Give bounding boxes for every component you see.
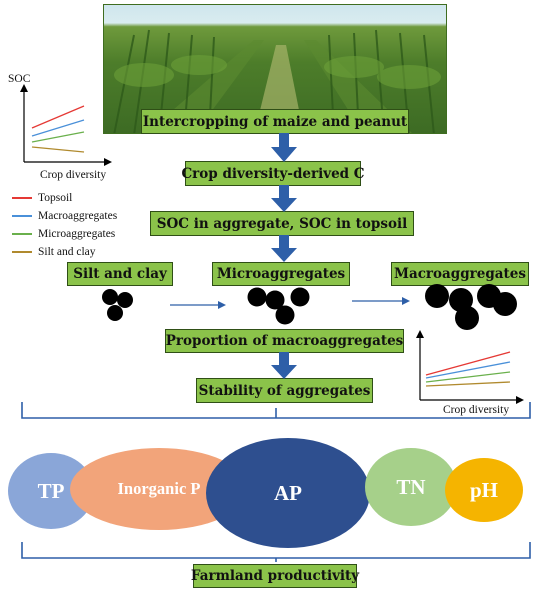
legend-swatch-microaggregates (12, 233, 32, 235)
bubble-ap: AP (206, 438, 370, 548)
crop-diversity-c-label: Crop diversity-derived C (181, 165, 365, 182)
macroaggregates-box: Macroaggregates (391, 262, 529, 286)
bubble-tp-label: TP (37, 478, 65, 503)
crop-diversity-c-box: Crop diversity-derived C (181, 161, 365, 186)
mini-chart-left (20, 84, 112, 166)
bubble-tn: TN (365, 448, 457, 526)
arrow-down-3 (271, 235, 297, 262)
arrow-right-1 (170, 301, 226, 309)
legend-item-silt-clay: Silt and clay (12, 245, 96, 259)
silt-clay-particles (102, 289, 133, 321)
soc-aggregate-box: SOC in aggregate, SOC in topsoil (150, 211, 414, 236)
bubble-tn-label: TN (396, 474, 426, 499)
legend-item-macroaggregates: Macroaggregates (12, 209, 117, 223)
soc-aggregate-label: SOC in aggregate, SOC in topsoil (156, 215, 408, 232)
bubble-ph-label: pH (469, 477, 498, 502)
intercropping-label: Intercropping of maize and peanut (142, 113, 408, 130)
bubble-ph: pH (445, 458, 523, 522)
mini-chart-right-xlabel: Crop diversity (443, 404, 510, 416)
legend-swatch-topsoil (12, 197, 32, 199)
microaggregates-box: Microaggregates (212, 262, 350, 286)
bubble-inorganic-p-label: Inorganic P (117, 479, 201, 498)
farmland-productivity-box: Farmland productivity (190, 564, 360, 588)
legend-label-microaggregates: Microaggregates (38, 228, 116, 240)
arrow-down-2 (271, 185, 297, 212)
proportion-macro-label: Proportion of macroaggregates (165, 333, 404, 349)
legend-label-macroaggregates: Macroaggregates (38, 210, 118, 222)
mini-chart-left-ylabel: SOC (8, 73, 31, 85)
macroaggregate-particles (425, 284, 517, 330)
legend-item-microaggregates: Microaggregates (12, 227, 115, 241)
top-bracket (21, 402, 531, 419)
microaggregate-particles (247, 287, 310, 325)
silt-clay-label: Silt and clay (73, 266, 167, 282)
arrow-down-1 (271, 133, 297, 162)
proportion-macro-box: Proportion of macroaggregates (165, 329, 404, 353)
microaggregates-label: Microaggregates (216, 266, 346, 282)
legend-item-topsoil: Topsoil (12, 191, 72, 205)
bubble-ap-label: AP (274, 480, 302, 505)
arrow-right-2 (352, 297, 410, 305)
legend-swatch-macroaggregates (12, 215, 32, 217)
silt-clay-box: Silt and clay (67, 262, 173, 286)
mini-chart-right (416, 330, 524, 404)
farmland-productivity-label: Farmland productivity (190, 568, 360, 584)
stability-label: Stability of aggregates (198, 382, 371, 399)
mini-chart-left-xlabel: Crop diversity (40, 169, 107, 181)
legend-label-silt-clay: Silt and clay (38, 246, 96, 258)
legend-swatch-silt-clay (12, 251, 32, 253)
macroaggregates-label: Macroaggregates (394, 266, 526, 282)
bottom-bracket (21, 542, 531, 562)
stability-box: Stability of aggregates (196, 378, 373, 403)
arrow-down-4 (271, 352, 297, 379)
legend-label-topsoil: Topsoil (38, 192, 73, 204)
intercropping-box: Intercropping of maize and peanut (141, 109, 409, 134)
